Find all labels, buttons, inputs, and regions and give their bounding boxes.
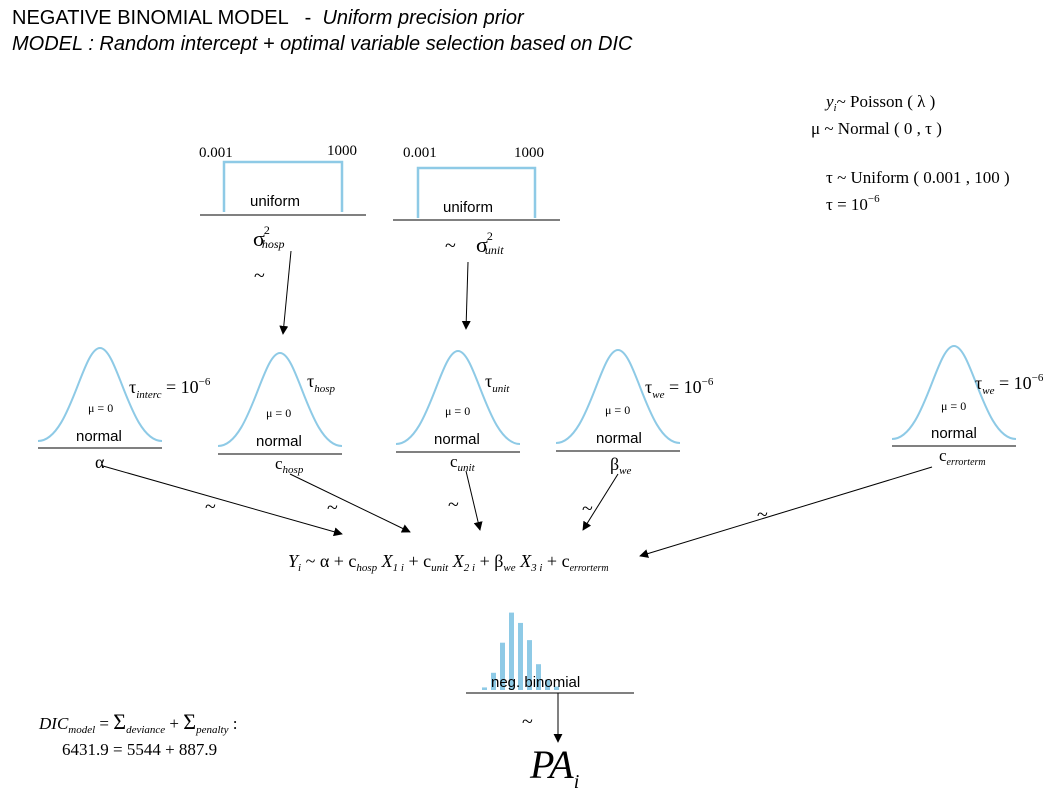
- uniform-hosp-label: uniform: [250, 193, 300, 210]
- prior-label: Uniform precision prior: [322, 7, 524, 29]
- assumption-poisson: yi~ Poisson ( λ ): [824, 92, 935, 114]
- tau-hosp: τhosp: [307, 371, 336, 395]
- tau-we: τwe = 10−6: [645, 376, 714, 401]
- param-alpha: α: [95, 452, 105, 472]
- arrow-alpha-to-equation: [102, 465, 343, 537]
- normal-label-errorterm: normal: [931, 425, 977, 442]
- mu-label-alpha: μ = 0: [88, 401, 113, 415]
- normal-prior-alpha: μ = 0 normal τinterc = 10−6 α: [37, 346, 211, 472]
- tau-we-errorterm: τwe = 10−6: [975, 372, 1044, 397]
- normal-prior-unit: μ = 0 normal τunit cunit: [395, 349, 521, 474]
- normal-curve-unit: [395, 349, 521, 445]
- neg-binomial-bar: [554, 686, 559, 690]
- tilde-c-errorterm: ~: [757, 504, 768, 526]
- model-type: NEGATIVE BINOMIAL MODEL: [12, 7, 288, 29]
- tilde-hosp: ~: [254, 265, 265, 287]
- uniform-hosp-lower: 0.001: [199, 145, 233, 161]
- title-line-1: NEGATIVE BINOMIAL MODEL - Uniform precis…: [12, 7, 524, 30]
- normal-prior-errorterm: μ = 0 normal τwe = 10−6 cerrorterm: [891, 344, 1044, 468]
- neg-binomial-bar: [545, 679, 550, 690]
- arrow-c-unit-to-equation: [465, 470, 483, 531]
- tilde-c-unit: ~: [448, 494, 459, 516]
- neg-binomial-bar: [500, 642, 505, 690]
- tilde-c-hosp: ~: [327, 497, 338, 519]
- mu-label-errorterm: μ = 0: [941, 399, 966, 413]
- param-c-unit: cunit: [450, 452, 476, 474]
- normal-label-alpha: normal: [76, 428, 122, 445]
- neg-binomial-bar: [491, 672, 496, 690]
- assumption-normal: μ ~ Normal ( 0 , τ ): [811, 119, 942, 138]
- normal-curve-we: [555, 348, 681, 444]
- uniform-hosp-shape: [222, 160, 344, 212]
- normal-curve-errorterm: [891, 344, 1017, 440]
- dic-values: 6431.9 = 5544 + 887.9: [62, 740, 217, 759]
- normal-label-hosp: normal: [256, 433, 302, 450]
- normal-curve-hosp: [217, 351, 343, 447]
- neg-binomial-bar: [527, 640, 532, 690]
- mu-label-we: μ = 0: [605, 403, 630, 417]
- neg-binomial-bar: [482, 687, 487, 690]
- uniform-unit-lower: 0.001: [403, 145, 437, 161]
- normal-label-we: normal: [596, 430, 642, 447]
- param-c-errorterm: cerrorterm: [939, 446, 986, 468]
- assumption-uniform: τ ~ Uniform ( 0.001 , 100 ): [826, 168, 1010, 187]
- uniform-unit-label: uniform: [443, 199, 493, 216]
- tilde-beta-we: ~: [582, 498, 593, 520]
- uniform-unit-shape: [416, 166, 537, 218]
- normal-prior-hosp: μ = 0 normal τhosp chosp: [217, 351, 343, 476]
- neg-binomial-bars: [482, 612, 559, 690]
- tilde-outcome: ~: [522, 711, 533, 733]
- param-beta-we: βwe: [610, 454, 632, 477]
- normal-prior-we: μ = 0 normal τwe = 10−6 βwe: [555, 348, 714, 477]
- mu-label-hosp: μ = 0: [266, 406, 291, 420]
- arrow-beta-we-to-equation: [582, 473, 619, 531]
- normal-curve-alpha: [37, 346, 163, 442]
- outcome-pa: PAi: [529, 742, 579, 793]
- tau-interc: τinterc = 10−6: [129, 376, 211, 401]
- normal-label-unit: normal: [434, 431, 480, 448]
- uniform-unit-upper: 1000: [514, 145, 544, 161]
- assumption-tau: τ = 10−6: [826, 193, 880, 214]
- arrow-sigma-unit-to-tau-unit: [461, 261, 471, 330]
- arrow-c-hosp-to-equation: [289, 473, 411, 533]
- dic-block: DICmodel = Σdeviance + Σpenalty : 6431.9…: [38, 709, 237, 759]
- model-description: MODEL : Random intercept + optimal varia…: [12, 33, 633, 55]
- neg-binomial-bar: [536, 664, 541, 690]
- tau-unit: τunit: [485, 371, 510, 395]
- param-c-hosp: chosp: [275, 454, 304, 476]
- assumptions-block: yi~ Poisson ( λ ) μ ~ Normal ( 0 , τ ) τ…: [811, 92, 1010, 214]
- neg-binomial-distribution: neg. binomial: [466, 612, 634, 694]
- tilde-alpha: ~: [205, 496, 216, 518]
- neg-binomial-label: neg. binomial: [491, 674, 580, 691]
- tilde-unit: ~: [445, 235, 456, 257]
- uniform-hosp-upper: 1000: [327, 143, 357, 159]
- arrow-sigma-hosp-to-tau-hosp: [279, 250, 292, 335]
- mu-label-unit: μ = 0: [445, 404, 470, 418]
- linear-predictor: Yi ~ α + chosp X1 i + cunit X2 i + βwe X…: [288, 551, 609, 574]
- arrow-c-errorterm-to-equation: [639, 466, 933, 558]
- neg-binomial-bar: [509, 612, 514, 690]
- dic-formula: DICmodel = Σdeviance + Σpenalty :: [38, 709, 237, 736]
- neg-binomial-bar: [518, 622, 523, 690]
- title-separator: -: [304, 7, 312, 29]
